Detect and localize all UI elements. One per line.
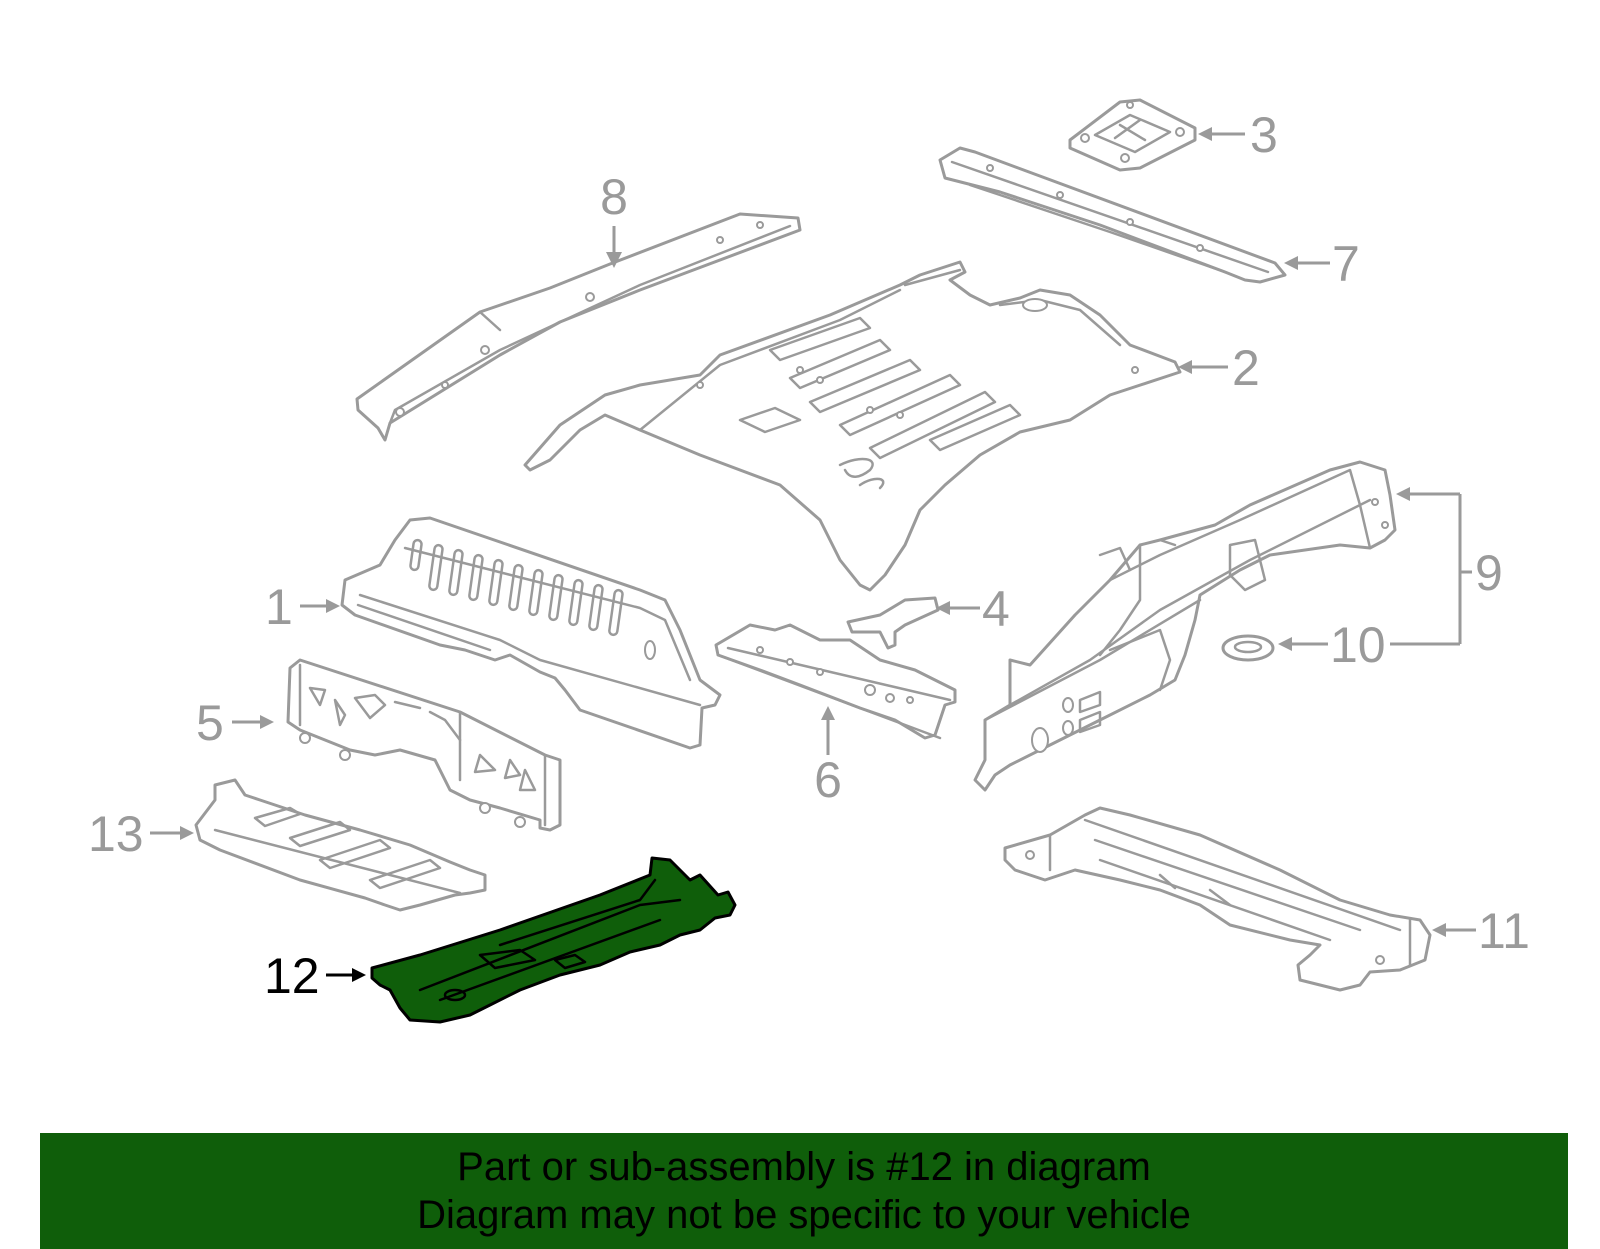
callout-3-label: 3 [1250,107,1278,163]
callout-6-label: 6 [814,752,842,808]
part-2-floor-pan[interactable] [523,260,1182,592]
callout-5: 5 [196,695,274,751]
callout-6: 6 [814,706,842,808]
callout-9: 9 [1390,487,1503,646]
callout-2-label: 2 [1232,340,1260,396]
part-3-bracket[interactable] [1068,98,1197,172]
part-9-side-rail[interactable] [973,460,1397,792]
callout-4: 4 [936,581,1010,637]
banner-line-1: Part or sub-assembly is #12 in diagram [457,1145,1151,1189]
part-8-rail[interactable] [355,212,802,442]
callout-1-label: 1 [265,579,293,635]
callout-10: 10 [1278,617,1386,673]
callout-13: 13 [88,806,194,862]
callout-12-label: 12 [264,948,320,1004]
callout-11-label: 11 [1478,903,1530,959]
callout-1: 1 [265,579,340,635]
part-13-underbody-panel[interactable] [194,778,487,912]
part-7-crossmember[interactable] [938,146,1287,284]
info-banner: Part or sub-assembly is #12 in diagram D… [40,1133,1568,1249]
part-10-grommet[interactable] [1221,634,1275,662]
callout-7: 7 [1284,236,1360,292]
callout-3: 3 [1198,107,1278,163]
banner-line-2: Diagram may not be specific to your vehi… [417,1193,1191,1237]
callout-4-label: 4 [982,581,1010,637]
callout-2: 2 [1178,340,1260,396]
callout-8: 8 [600,169,628,268]
part-1-rear-panel[interactable] [340,516,722,750]
callout-8-label: 8 [600,169,628,225]
part-12-highlighted-panel[interactable] [370,856,737,1024]
callout-7-label: 7 [1332,236,1360,292]
callout-12: 12 [264,948,366,1004]
callout-10-label: 10 [1330,617,1386,673]
callout-11: 11 [1432,903,1530,959]
part-6-reinforcement[interactable] [714,623,957,740]
part-11-frame-crossmember[interactable] [1003,806,1432,992]
part-5-crossmember[interactable] [286,658,562,832]
callout-13-label: 13 [88,806,144,862]
part-4-small-bracket[interactable] [846,596,940,650]
callout-5-label: 5 [196,695,224,751]
callout-9-label: 9 [1475,545,1503,601]
